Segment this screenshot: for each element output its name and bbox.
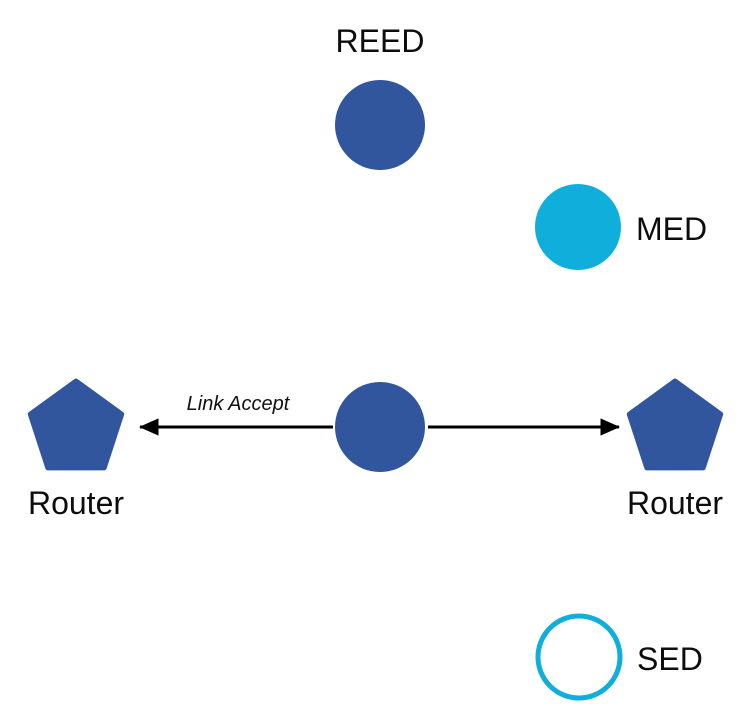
edge-link-accept: Link Accept [139, 393, 333, 436]
router-right-pentagon-icon[interactable] [626, 378, 724, 471]
node-router-left[interactable]: Router [27, 378, 125, 521]
node-sed-label: SED [637, 641, 703, 677]
node-leader[interactable] [335, 382, 425, 472]
sed-circle-icon[interactable] [535, 613, 623, 701]
node-med[interactable]: MED [535, 184, 707, 270]
node-reed-label: REED [336, 23, 425, 59]
node-sed[interactable]: SED [535, 613, 703, 701]
router-left-pentagon-icon[interactable] [27, 378, 125, 471]
node-reed[interactable]: REED [335, 23, 425, 170]
reed-circle-icon[interactable] [335, 80, 425, 170]
node-med-label: MED [636, 211, 707, 247]
leader-circle-icon[interactable] [335, 382, 425, 472]
med-circle-icon[interactable] [535, 184, 621, 270]
edge-link-accept-label: Link Accept [187, 393, 291, 415]
node-router-left-label: Router [28, 485, 124, 521]
node-router-right-label: Router [627, 485, 723, 521]
node-router-right[interactable]: Router [626, 378, 724, 521]
